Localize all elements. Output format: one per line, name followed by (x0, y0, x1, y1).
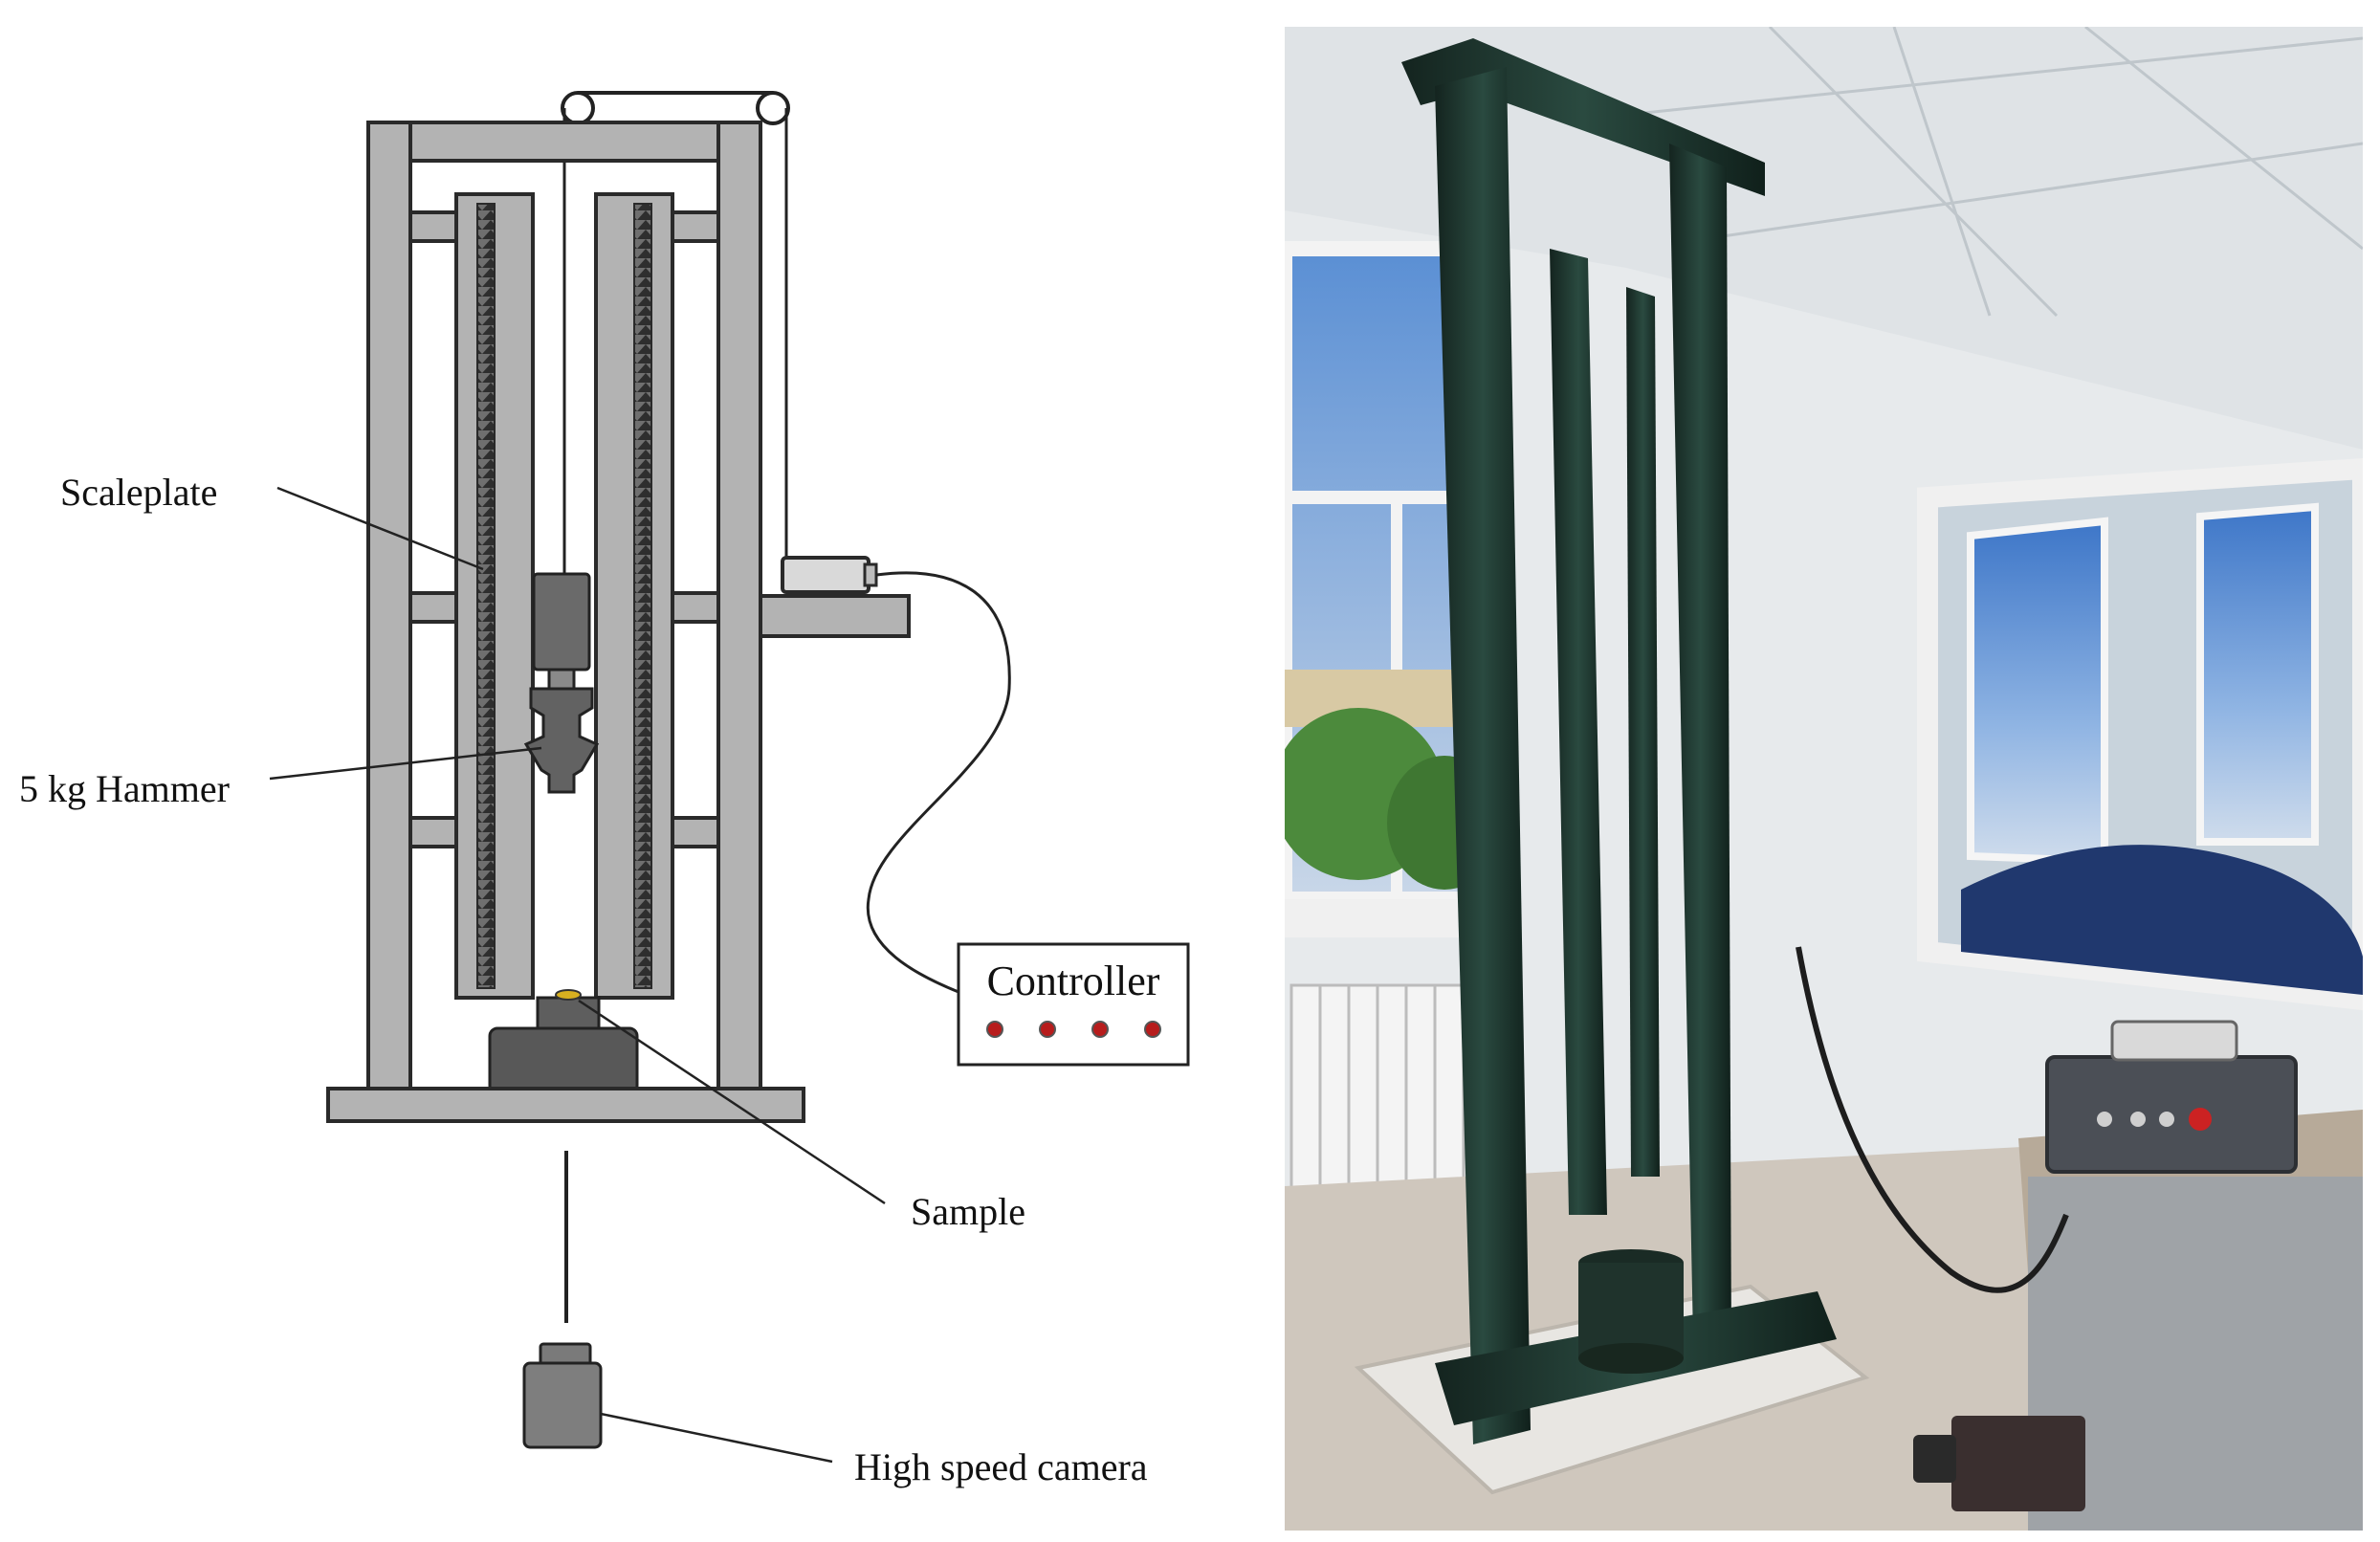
right-scaleplate (633, 203, 652, 989)
controller-box: Controller (957, 942, 1190, 1067)
frame-crossbar-6 (665, 816, 720, 848)
photo-drop-tower (1401, 38, 1837, 1444)
high-speed-camera (522, 1342, 603, 1449)
drop-hammer-schematic: Controller Scaleplate 5 kg Hammer Sample… (19, 91, 1190, 1488)
hammer-head (523, 687, 600, 794)
sensor-plug (863, 562, 878, 587)
callout-lines (269, 486, 886, 1464)
scaleplate-leader (276, 486, 484, 571)
camera-body (522, 1361, 603, 1449)
frame-right-post (716, 121, 762, 1090)
desk (2018, 1020, 2363, 1531)
ceiling (1285, 27, 2363, 450)
base-plate (326, 1087, 805, 1123)
sensor-cable (866, 571, 1011, 994)
sample (555, 989, 582, 1001)
hammer-link (547, 668, 576, 691)
controller-label: Controller (987, 958, 1160, 1004)
photo-anvil (1578, 1249, 1684, 1374)
frame-crossbar-1 (408, 210, 465, 243)
photo-camera (1913, 1416, 2085, 1511)
controller-lamp (1039, 1021, 1056, 1038)
apparatus-photo (1285, 27, 2363, 1531)
anvil-base (488, 1026, 639, 1095)
sample-leader (578, 999, 886, 1205)
frame-crossbar-3 (408, 591, 465, 624)
right-pulley (756, 91, 790, 125)
frame-top-beam (366, 121, 762, 163)
hammer-leader (269, 746, 542, 781)
label-hammer: 5 kg Hammer (19, 767, 230, 810)
frame-left-post (366, 121, 412, 1090)
guide-rails (454, 192, 674, 1000)
label-scaleplate: Scaleplate (60, 471, 217, 514)
photo-cables (1796, 946, 2069, 1293)
ceiling-tiles (1625, 27, 2363, 318)
hammer-weight (532, 572, 591, 672)
frame-crossbar-4 (665, 591, 720, 624)
observation-window (1917, 457, 2363, 1011)
controller-outline (957, 942, 1190, 1067)
controller-lamp (1144, 1021, 1161, 1038)
left-scaleplate (476, 203, 496, 989)
camera-leader (600, 1412, 833, 1464)
label-camera: High speed camera (854, 1445, 1148, 1488)
label-sample: Sample (911, 1190, 1025, 1233)
controller-lamps (986, 1021, 1161, 1038)
left-pulley (561, 91, 595, 125)
controller-lamp (1091, 1021, 1109, 1038)
hammer-assembly (523, 572, 600, 794)
frame-crossbar-2 (665, 210, 720, 243)
anvil-top (536, 996, 601, 1033)
pulley-system (561, 91, 790, 574)
controller-lamp (986, 1021, 1003, 1038)
sensor-shelf (759, 594, 911, 638)
laser-sensor (781, 556, 870, 594)
sample-anvil (488, 989, 639, 1095)
